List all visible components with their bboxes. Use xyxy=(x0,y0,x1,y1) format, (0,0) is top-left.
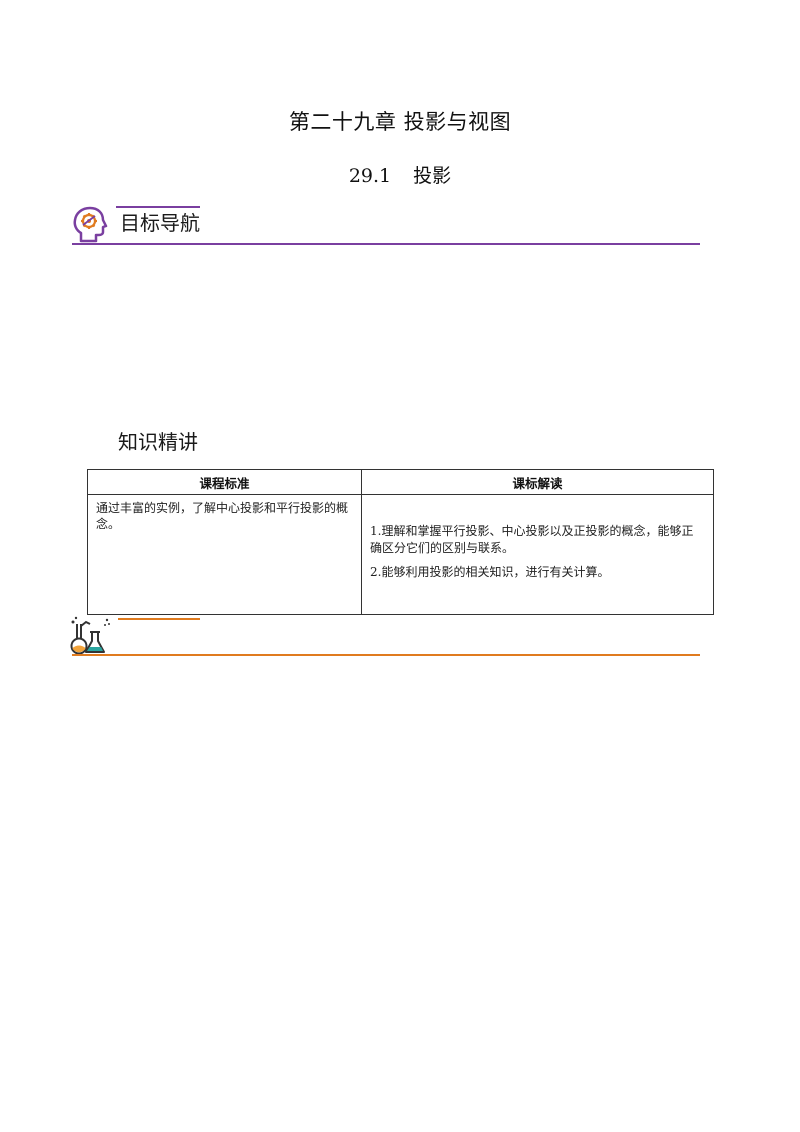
interpretation-item: 2.能够利用投影的相关知识，进行有关计算。 xyxy=(370,565,610,579)
chapter-title: 第二十九章 投影与视图 xyxy=(288,110,512,134)
section-number: 29.1 xyxy=(348,165,392,187)
knowledge-heading: 知识精讲 xyxy=(118,430,198,454)
nav-heading: 目标导航 xyxy=(120,211,200,235)
lab-divider xyxy=(72,654,700,656)
standard-text: 通过丰富的实例，了解中心投影和平行投影的概念。 xyxy=(96,501,349,531)
standard-cell: 通过丰富的实例，了解中心投影和平行投影的概念。 xyxy=(87,494,362,615)
table-row: 通过丰富的实例，了解中心投影和平行投影的概念。 1.理解和掌握平行投影、中心投影… xyxy=(87,494,714,615)
table-header-row: 课程标准 课标解读 xyxy=(87,469,714,495)
section-title: 29.1 投影 xyxy=(0,161,800,188)
standards-table: 课程标准 课标解读 通过丰富的实例，了解中心投影和平行投影的概念。 1.理解和掌… xyxy=(87,469,714,615)
lab-heading-topbar xyxy=(118,618,200,620)
nav-divider xyxy=(72,243,700,245)
interpretation-cell: 1.理解和掌握平行投影、中心投影以及正投影的概念，能够正确区分它们的区别与联系。… xyxy=(361,494,714,615)
table-header-standard: 课程标准 xyxy=(87,469,362,495)
interpretation-item: 1.理解和掌握平行投影、中心投影以及正投影的概念，能够正确区分它们的区别与联系。 xyxy=(370,524,694,555)
lab-flask-icon xyxy=(70,614,112,656)
section-name: 投影 xyxy=(413,165,452,187)
table-header-interpretation: 课标解读 xyxy=(361,469,714,495)
nav-heading-topbar xyxy=(116,206,200,208)
head-gears-icon xyxy=(72,205,112,245)
